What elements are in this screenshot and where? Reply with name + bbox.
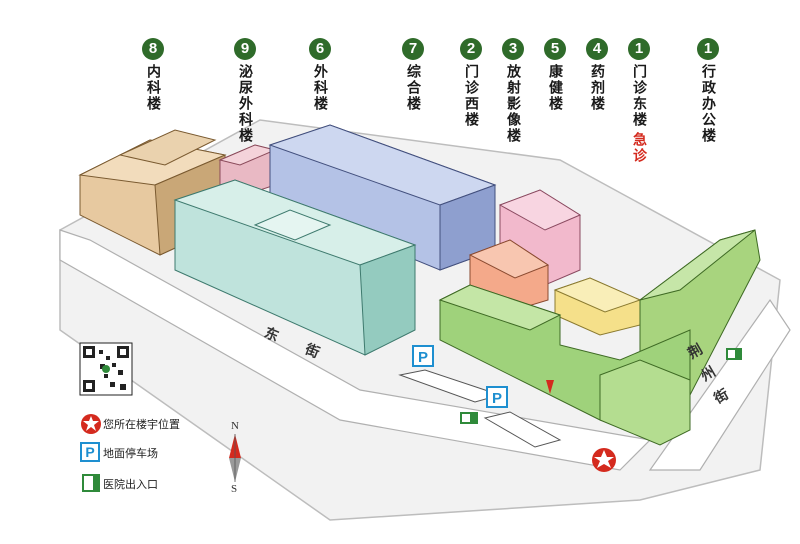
label-building-1-admin[interactable]: 1 行政办公楼 — [697, 38, 719, 144]
building-4-name: 药剂楼 — [589, 64, 605, 112]
legend-star-icon — [81, 414, 101, 434]
building-2-1-clinic-shape[interactable] — [438, 284, 691, 446]
legend-parking-text-label: 地面停车场 — [103, 447, 158, 460]
emergency-label: 急诊 — [631, 132, 647, 164]
legend-parking: 地面停车场 — [103, 445, 158, 461]
building-5-name: 康健楼 — [547, 64, 563, 112]
building-1-admin-name: 行政办公楼 — [700, 64, 716, 144]
legend-entrance-text: 医院出入口 — [103, 478, 158, 491]
building-9-name: 泌尿外科楼 — [237, 64, 253, 144]
compass-south-label: S — [231, 483, 238, 495]
badge-3: 3 — [502, 38, 524, 60]
building-7-name: 综合楼 — [405, 64, 421, 112]
badge-4: 4 — [586, 38, 608, 60]
label-building-8[interactable]: 8 内科楼 — [142, 38, 164, 112]
legend-entrance: 医院出入口 — [103, 476, 158, 492]
entrance-icon[interactable] — [726, 348, 742, 360]
label-building-5[interactable]: 5 康健楼 — [544, 38, 566, 112]
building-3-name: 放射影像楼 — [505, 64, 521, 144]
building-2-name: 门诊西楼 — [463, 64, 479, 128]
legend-parking-icon: P — [80, 442, 100, 462]
label-building-2[interactable]: 2 门诊西楼 — [460, 38, 482, 128]
label-building-6[interactable]: 6 外科楼 — [309, 38, 331, 112]
label-building-3[interactable]: 3 放射影像楼 — [502, 38, 524, 144]
badge-9: 9 — [234, 38, 256, 60]
qr-code[interactable] — [79, 342, 133, 396]
badge-6: 6 — [309, 38, 331, 60]
building-8-name: 内科楼 — [145, 64, 161, 112]
entrance-icon[interactable] — [460, 412, 478, 424]
parking-marker-2-text: P — [492, 390, 502, 407]
badge-5: 5 — [544, 38, 566, 60]
label-building-9[interactable]: 9 泌尿外科楼 — [234, 38, 256, 144]
label-building-1-east[interactable]: 1 门诊东楼 急诊 — [628, 38, 650, 164]
building-6-shape[interactable] — [173, 179, 417, 356]
east-street-road — [59, 229, 652, 471]
legend-parking-text: P — [85, 444, 94, 460]
badge-1-east: 1 — [628, 38, 650, 60]
label-building-4[interactable]: 4 药剂楼 — [586, 38, 608, 112]
legend-you-are-here: 您所在楼宇位置 — [103, 416, 180, 432]
compass-icon — [229, 434, 241, 482]
parking-marker-2[interactable]: P — [486, 386, 508, 408]
building-6-name: 外科楼 — [312, 64, 328, 112]
parking-marker-1[interactable]: P — [412, 345, 434, 367]
label-building-7[interactable]: 7 综合楼 — [402, 38, 424, 112]
entrance-icon[interactable] — [82, 474, 100, 492]
badge-1-admin: 1 — [697, 38, 719, 60]
legend-you-are-here-text: 您所在楼宇位置 — [103, 418, 180, 431]
red-arrow-marker — [546, 380, 554, 394]
badge-7: 7 — [402, 38, 424, 60]
compass-north-label: N — [231, 420, 239, 432]
parking-marker-1-text: P — [418, 349, 428, 366]
you-are-here-marker[interactable] — [592, 448, 616, 472]
building-1-east-name: 门诊东楼 — [631, 64, 647, 128]
badge-2: 2 — [460, 38, 482, 60]
badge-8: 8 — [142, 38, 164, 60]
parking-lot-2 — [483, 411, 562, 448]
